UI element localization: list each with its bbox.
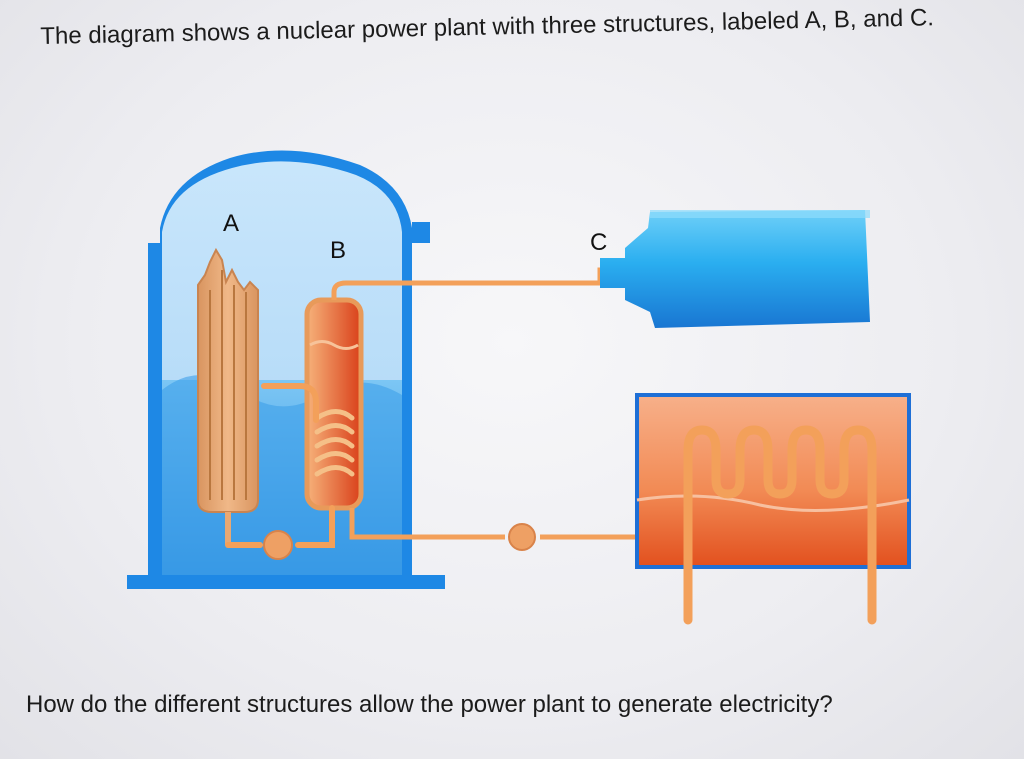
containment-building bbox=[127, 150, 445, 589]
return-pump bbox=[508, 523, 536, 551]
label-a: A bbox=[223, 210, 239, 237]
primary-pump bbox=[263, 530, 293, 560]
condenser bbox=[635, 393, 911, 625]
label-c: C bbox=[590, 229, 607, 256]
return-line bbox=[349, 508, 640, 540]
reactor-core bbox=[197, 247, 259, 545]
turbine bbox=[600, 210, 870, 328]
primary-loop-pipes bbox=[225, 383, 335, 548]
label-b: B bbox=[330, 237, 346, 264]
question-text: How do the different structures allow th… bbox=[26, 691, 833, 718]
steam-line bbox=[331, 267, 630, 300]
